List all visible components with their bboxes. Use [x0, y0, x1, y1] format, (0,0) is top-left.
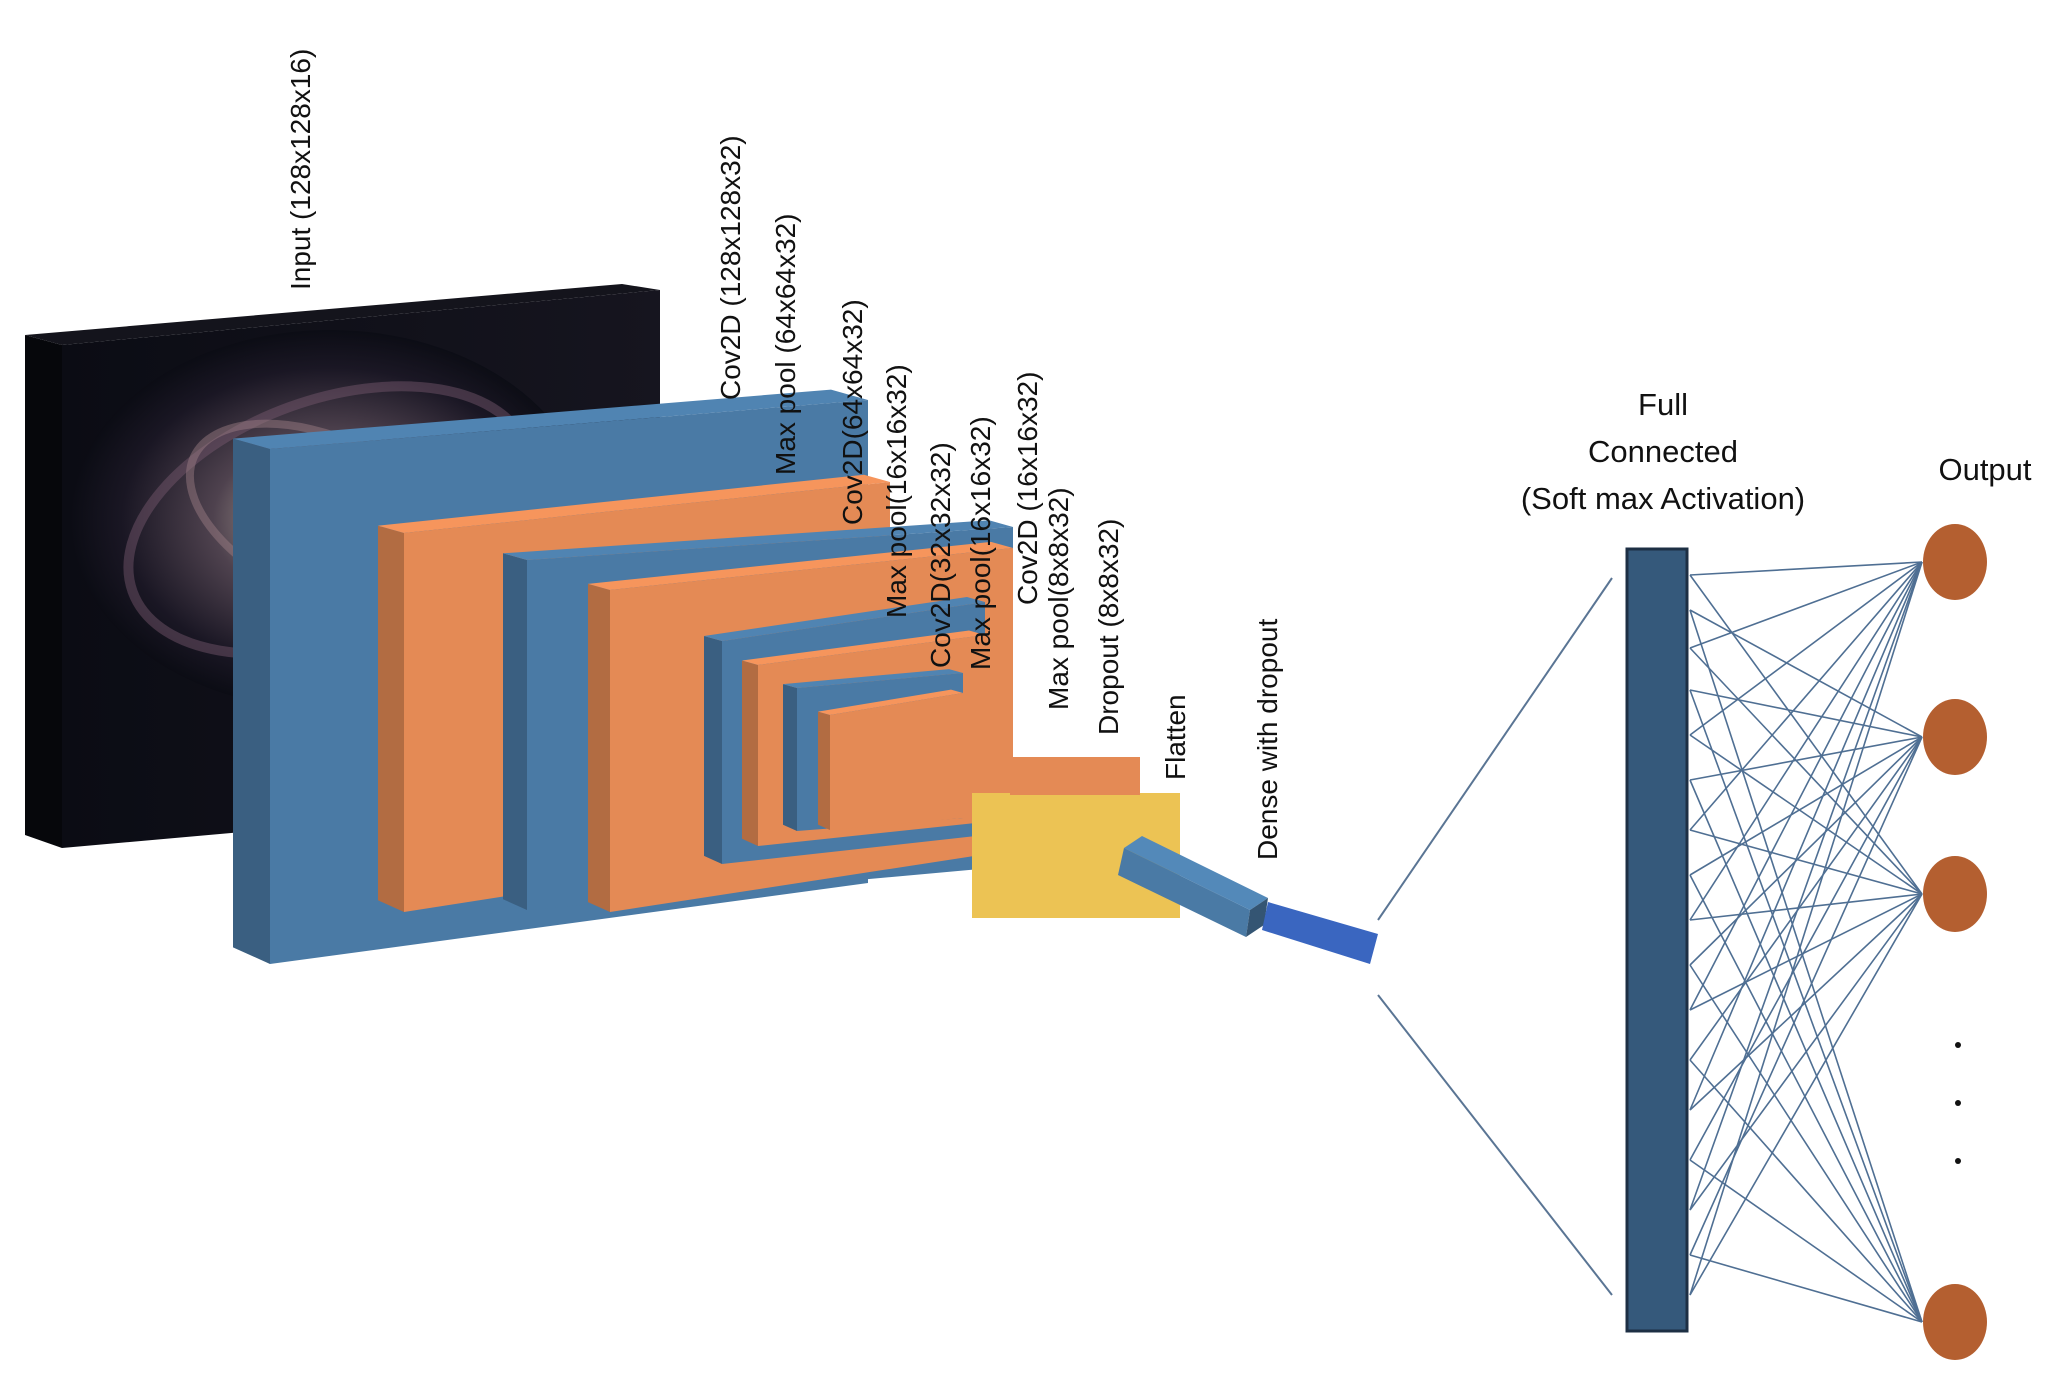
connection-line: [1689, 736, 1923, 1161]
layer-block-side: [742, 660, 758, 846]
connection-line: [1689, 574, 1923, 895]
flatten-end: [1246, 898, 1268, 937]
layer-label-12: Dense with dropout: [1252, 619, 1283, 860]
connection-line: [1689, 893, 1923, 1011]
dropout-face: [972, 793, 1180, 918]
layer-block-side: [783, 684, 797, 831]
connection-line: [1689, 561, 1923, 1011]
connection-line: [1689, 874, 1923, 1323]
layer-block-top: [233, 389, 868, 449]
layer-label-4: Cov2D(64x64x32): [837, 299, 868, 525]
layer-block-top: [378, 474, 890, 533]
connection-line: [1689, 561, 1923, 736]
connection-line: [1689, 561, 1923, 831]
connection-line: [1689, 561, 1923, 1111]
output-ellipsis: [1955, 1042, 1961, 1164]
output-layer: Output: [1923, 452, 2032, 1360]
connection-line: [1689, 647, 1923, 895]
connection-line: [1689, 736, 1923, 781]
connection-line: [1689, 561, 1923, 649]
connection-line: [1689, 736, 1923, 966]
layer-block-8: [818, 689, 963, 830]
fc-title-line-1: Full: [1638, 387, 1688, 422]
layer-block-side: [378, 525, 404, 912]
layer-label-10: Dropout (8x8x32): [1093, 519, 1124, 735]
fully-connected-layer: Full Connected (Soft max Activation): [1521, 387, 1805, 1333]
output-title: Output: [1938, 452, 2031, 487]
connection-line: [1689, 689, 1923, 1323]
connection-line: [1689, 736, 1923, 876]
layer-block-side: [233, 438, 270, 964]
layer-block-top: [588, 541, 1013, 590]
layer-block-side: [818, 711, 830, 830]
output-node-2: [1923, 699, 1987, 775]
connection-line: [1689, 561, 1923, 1296]
layer-block-9: [972, 793, 1180, 918]
flatten-top: [1124, 836, 1268, 910]
layer-block-top: [704, 596, 985, 641]
layer-block-top: [503, 520, 1013, 560]
dropout-tab-face: [1010, 757, 1140, 795]
flatten-dense-block: [1118, 836, 1378, 964]
fc-title-line-2: Connected: [1588, 434, 1738, 469]
layer-label-3: Max pool (64x64x32): [770, 214, 801, 475]
layer-block-side: [704, 635, 722, 864]
output-node-3: [1923, 856, 1987, 932]
fan-line-bottom: [1377, 994, 1613, 1296]
connection-line: [1689, 736, 1923, 1256]
layer-block-side: [588, 583, 610, 912]
layer-label-6: Cov2D(32x32x32): [925, 442, 956, 668]
layer-label-1: Input (128x128x16): [285, 49, 316, 290]
layer-block-10: [1010, 757, 1140, 795]
connection-line: [1689, 734, 1923, 895]
connection-line: [1689, 893, 1923, 1211]
connection-line: [1689, 829, 1923, 895]
layer-block-top: [783, 669, 963, 688]
connection-line: [1689, 609, 1923, 1323]
layer-labels: Input (128x128x16) Cov2D (128x128x32) Max …: [285, 49, 1283, 860]
connection-line: [1689, 893, 1923, 1111]
connection-line: [1689, 964, 1923, 1323]
connection-line: [1689, 561, 1923, 576]
layer-label-8: Cov2D (16x16x32): [1012, 372, 1043, 605]
layer-block-face: [830, 693, 963, 830]
connection-line: [1689, 689, 1923, 738]
fc-bar: [1625, 547, 1689, 1333]
layer-label-2: Cov2D (128x128x32): [715, 135, 746, 400]
connection-line: [1689, 736, 1923, 1061]
layer-block-side: [503, 553, 527, 910]
output-node-4: [1923, 1284, 1987, 1360]
layer-block-top: [818, 689, 963, 715]
layer-block-top: [742, 630, 985, 665]
layer-label-9: Max pool(8x8x32): [1043, 487, 1074, 710]
layer-label-11: Flatten: [1160, 694, 1191, 780]
connection-line: [1689, 609, 1923, 738]
dense-bar: [1262, 902, 1378, 964]
connection-line: [1689, 561, 1923, 921]
layer-label-7: Max pool(16x16x32): [965, 416, 996, 670]
output-node-1: [1923, 524, 1987, 600]
fc-output-connections: [1689, 561, 1923, 1323]
input-image-top: [25, 284, 660, 345]
connection-line: [1689, 893, 1923, 921]
fan-lines: [1377, 577, 1613, 1296]
flatten-face: [1118, 848, 1250, 937]
connection-line: [1689, 1159, 1923, 1323]
connection-line: [1689, 1254, 1923, 1323]
fc-title-line-3: (Soft max Activation): [1521, 481, 1805, 516]
layer-block-stack: [233, 389, 1378, 964]
input-image-side: [25, 335, 62, 848]
connection-line: [1689, 561, 1923, 1211]
connection-line: [1689, 893, 1923, 1296]
fan-line-top: [1377, 577, 1613, 921]
layer-label-5: Max pool(16x16x32): [881, 364, 912, 618]
